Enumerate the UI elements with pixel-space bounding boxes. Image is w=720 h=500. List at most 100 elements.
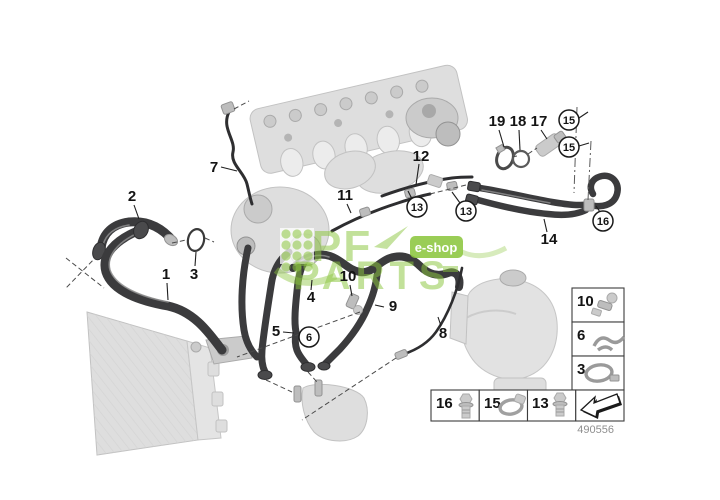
callout-circle[interactable] [298,326,320,348]
callout-3[interactable]: 3 [190,266,198,283]
leader-12 [415,163,420,186]
icon-part [584,363,614,383]
radiator-tab [207,361,220,377]
arrow-body [579,393,621,418]
callout-circle-label: 15 [563,142,575,154]
diagram-number: 490556 [577,424,614,436]
callout-circled-13a[interactable]: 13 [406,196,428,218]
dashed-line [65,254,99,289]
callout-8[interactable]: 8 [439,325,447,342]
callout-17[interactable]: 17 [531,113,548,130]
turbo-housing [435,121,461,147]
radiator-tab [211,391,224,407]
callout-14[interactable]: 14 [541,231,558,248]
valve-detail [314,103,328,117]
leader-1 [166,282,169,301]
callout-circle-label: 6 [306,332,312,344]
pipe-screw-13a [404,187,416,199]
legend-label-6: 6 [577,327,585,344]
leader-14 [543,218,548,233]
logo-dot [281,251,291,261]
legend-side-column: 10 6 3 [571,287,626,391]
circled-callouts: 13 13 15 15 16 6 [298,109,614,348]
leader-9 [374,304,385,308]
dashed-line [301,357,397,421]
hose-1-collar [133,220,149,240]
valve-detail [263,114,277,128]
leader-13a [407,190,413,200]
legend-cell-3[interactable] [571,355,625,391]
hose-4 [238,244,261,361]
callout-circled-15b[interactable]: 15 [558,136,580,158]
callout-circled-15a[interactable]: 15 [558,109,580,131]
callout-circled-6[interactable]: 6 [298,326,320,348]
hose-1-highlight [108,232,169,303]
logo-dot [292,262,302,272]
legend-label-15: 15 [484,395,501,412]
watermark-swoosh-left [273,267,338,286]
callout-circle[interactable] [406,196,428,218]
callout-18[interactable]: 18 [510,113,527,130]
callout-circle[interactable] [558,136,580,158]
callout-circle-label: 16 [597,216,609,228]
legend-cell-13[interactable] [526,389,577,422]
callout-7[interactable]: 7 [210,159,218,176]
callout-4[interactable]: 4 [307,289,316,306]
turbo-inlet [422,104,436,118]
hose-5a [258,276,276,376]
watermark: PF PARTS e-shop [273,222,508,298]
bracket-body [301,383,368,442]
callout-5[interactable]: 5 [272,323,280,340]
legend-bottom-row: 16 15 13 [430,389,625,422]
head-detail [334,119,343,128]
assembly-lines [65,100,592,421]
leader-13b [451,191,461,204]
callout-9[interactable]: 9 [389,298,397,315]
head-detail [284,133,293,142]
tank-cap [499,269,527,287]
callout-12[interactable]: 12 [413,148,430,165]
icon-part [591,307,602,317]
leader-15a [578,111,589,119]
leader-4 [310,279,313,291]
icon-part [461,405,471,419]
callout-circle[interactable] [592,210,614,232]
hose-foot-flange [257,370,273,380]
hose-7-clip [220,101,236,115]
leader-10 [349,284,353,297]
dash-dot-line-15b [587,140,592,201]
engine-mount-bracket [293,379,368,442]
pipe-12 [380,175,474,198]
valve-detail [415,79,429,93]
callout-circle[interactable] [455,200,477,222]
legend-label-13: 13 [532,395,549,412]
dashed-line [429,183,471,195]
callout-11[interactable]: 11 [337,187,353,204]
head-detail [385,110,394,119]
coolant-hoses [92,101,621,380]
leader-2 [133,204,140,220]
callout-1[interactable]: 1 [162,266,170,283]
dashed-line [233,100,250,110]
callout-19[interactable]: 19 [489,113,506,130]
hose-foot-flange [317,361,331,371]
watermark-dash [443,266,458,272]
callout-circled-16[interactable]: 16 [592,210,614,232]
legend-cell-16[interactable] [430,389,480,422]
watermark-leaf-swoosh [374,226,408,249]
intake-port [280,148,304,177]
watermark-dots-logo [281,229,313,272]
callout-circle[interactable] [558,109,580,131]
pipe-11 [330,192,432,233]
icon-part [597,300,613,311]
mount-bolt [314,379,323,397]
callout-2[interactable]: 2 [128,188,136,205]
hose-clamp-icon [584,363,620,383]
dashed-line [236,311,361,358]
hose-foot-flange [300,362,316,372]
callout-circled-13b[interactable]: 13 [455,200,477,222]
expansion-tank [449,269,558,395]
mount-bolt [293,385,302,403]
callout-10[interactable]: 10 [340,268,357,285]
icon-part [513,393,527,405]
